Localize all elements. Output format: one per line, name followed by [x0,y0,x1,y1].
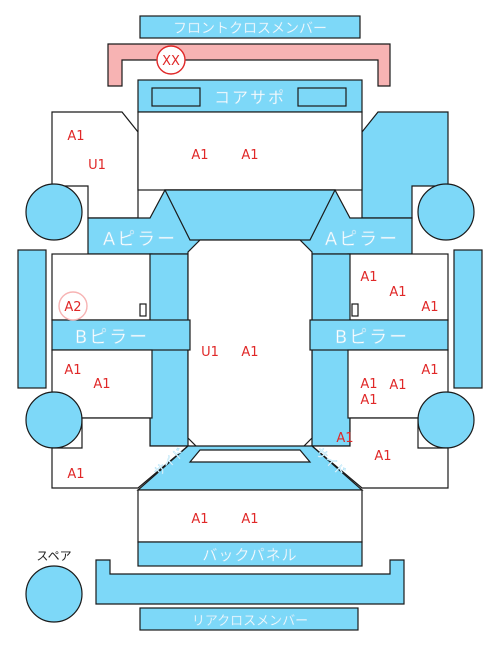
back-panel[interactable] [137,541,363,567]
a2-mark-text: A2 [64,300,81,315]
grade-rrd-3: A1 [421,363,438,378]
grade-rfd-1: A1 [360,270,377,285]
grade-rfd-2: A1 [389,285,406,300]
left-front-wheel[interactable] [25,183,83,241]
left-rear-quarter[interactable] [51,417,190,489]
grade-trunk-2: A1 [241,512,258,527]
grade-rfd-3: A1 [421,300,438,315]
core-support-right-opening [297,87,347,107]
rear-window-frame [188,449,312,463]
grade-roof-u1: U1 [201,345,219,360]
grade-front-left: A1 [67,129,84,144]
right-front-door-handle [351,303,359,317]
spare-tire[interactable] [25,565,83,623]
back-panel-label: バックパネル [202,546,297,564]
grade-rrd-2: A1 [389,378,406,393]
right-rear-wheel[interactable] [417,391,475,449]
grade-rr-2: A1 [374,449,391,464]
left-a-pillar-label: Aピラー [103,229,177,250]
right-front-door[interactable] [347,253,449,321]
right-a-pillar-label: Aピラー [325,229,399,250]
right-b-pillar[interactable] [309,319,449,351]
grade-hood-1: A1 [191,148,208,163]
left-rocker-panel[interactable] [17,249,47,389]
core-support-label: コアサポ [214,88,286,107]
grade-lrd-2: A1 [93,377,110,392]
front-cross-member[interactable] [139,15,361,39]
windshield-frame[interactable] [164,189,336,241]
left-b-pillar-label: Bピラー [75,327,149,348]
hood[interactable] [137,111,363,191]
grade-rr-1: A1 [336,431,353,446]
grade-front-left-u1: U1 [88,158,106,173]
core-support-left-opening [151,87,201,107]
rear-cross-member[interactable] [139,607,359,631]
grade-roof-a1: A1 [241,345,258,360]
right-b-pillar-label: Bピラー [335,327,409,348]
xx-mark [156,45,186,75]
grade-rrd-1: A1 [360,377,377,392]
left-front-door-handle [139,303,147,317]
spare-label: スペア [36,549,71,563]
right-rear-quarter[interactable] [310,417,449,489]
left-rear-wheel[interactable] [25,391,83,449]
trunk-lid[interactable] [137,489,363,543]
grade-rrd-4: A1 [360,393,377,408]
a2-mark [58,291,88,321]
grade-lrd-1: A1 [64,363,81,378]
right-rocker-panel[interactable] [453,249,483,389]
xx-mark-text: XX [162,54,180,69]
front-cross-member-label: フロントクロスメンバー [173,21,327,37]
grade-trunk-1: A1 [191,512,208,527]
grade-hood-2: A1 [241,148,258,163]
right-front-wheel[interactable] [417,183,475,241]
rear-bumper-reinforcement[interactable] [95,559,405,605]
core-support[interactable] [137,79,363,113]
rear-cross-member-label: リアクロスメンバー [192,614,308,629]
grade-lrq: A1 [67,467,84,482]
